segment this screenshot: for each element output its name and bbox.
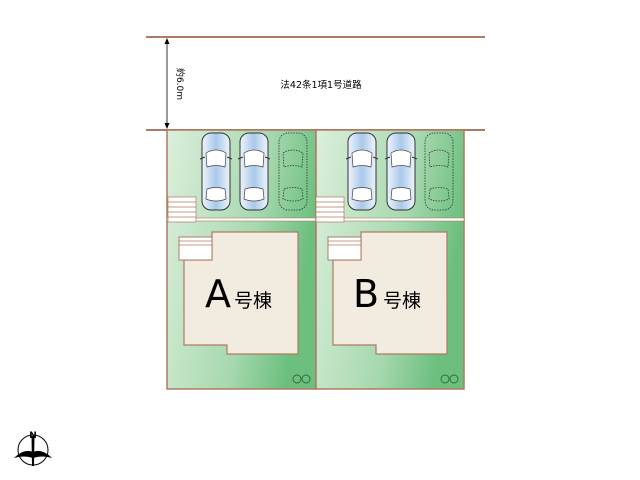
north-compass-icon: N — [14, 431, 52, 466]
car-parked — [345, 132, 379, 211]
road-label: 法42条1項1号道路 — [280, 79, 362, 91]
road-width-label: 約6.0m — [174, 68, 186, 100]
lot-b: B 号棟 — [315, 129, 465, 390]
building-suffix: 号棟 — [234, 290, 272, 312]
building-letter: B — [353, 272, 379, 316]
entrance — [327, 236, 362, 261]
meter-icon — [440, 374, 459, 384]
steps — [167, 196, 197, 223]
lot-a: A 号棟 — [166, 129, 317, 390]
building-suffix: 号棟 — [383, 290, 421, 312]
steps — [315, 196, 345, 223]
car-parked — [237, 132, 271, 211]
car-parked — [199, 132, 233, 211]
building-letter: A — [205, 272, 231, 316]
entrance — [178, 236, 213, 261]
car-parked — [384, 132, 418, 211]
compass-north-label: N — [29, 431, 37, 441]
road-width-dimension: 約6.0m — [164, 38, 186, 129]
meter-icon — [292, 374, 311, 384]
